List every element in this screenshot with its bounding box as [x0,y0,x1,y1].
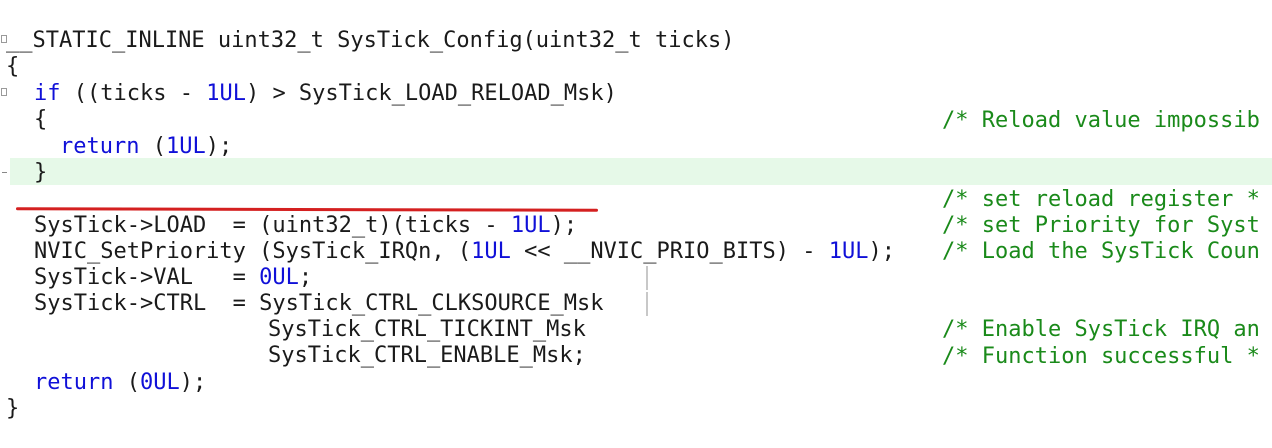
code-line-3: if ((ticks - 1UL) > SysTick_LOAD_RELOAD_… [0,55,617,106]
set-priority-call: NVIC_SetPriority (SysTick_IRQn, (1UL << … [34,239,895,265]
code-line-1: __STATIC_INLINE uint32_t SysTick_Config(… [0,2,734,53]
number-literal: 1UL [828,239,869,264]
code-line-5: return (1UL); [0,108,232,159]
code-text: ); [550,213,578,238]
code-line-4: { [0,81,53,132]
code-text: ( [113,370,140,395]
return-statement: return (0UL); [34,370,206,396]
code-line-9: NVIC_SetPriority (SysTick_IRQn, (1UL << … [0,213,895,264]
fold-toggle-icon[interactable] [1,35,7,43]
code-line-15: } [0,370,53,421]
code-comment: /* set reload register * [942,187,1260,212]
code-line-10: SysTick->VAL = 0UL; [0,239,312,290]
number-literal: 1UL [510,213,551,238]
keyword-if: if [34,81,61,106]
or-operator-bar [646,266,648,290]
val-assignment: SysTick->VAL = 0UL; [34,265,312,291]
code-text: ); [868,239,895,264]
number-literal: 1UL [165,134,206,159]
code-comment: /* Reload value impossib [942,108,1260,133]
code-text: ((ticks - [60,81,207,106]
code-line-2: { [0,28,53,79]
code-comment: /* Enable SysTick IRQ an [942,317,1260,342]
return-statement: return (1UL); [60,134,232,160]
number-literal: 0UL [139,370,180,395]
code-text: << __NVIC_PRIO_BITS) - [510,239,829,264]
red-underline-annotation [15,207,599,212]
fold-line-icon [2,172,7,173]
if-statement: if ((ticks - 1UL) > SysTick_LOAD_RELOAD_… [34,81,617,107]
keyword-return: return [60,134,140,159]
close-brace: } [6,396,20,421]
ctrl-flag: SysTick_CTRL_TICKINT_Msk [268,317,586,342]
code-text: SysTick->VAL = [34,265,260,290]
code-line-8: SysTick->LOAD = (uint32_t)(ticks - 1UL); [0,187,577,238]
open-brace: { [34,107,48,132]
or-operator-bar [646,292,648,316]
ctrl-flag: SysTick_CTRL_ENABLE_Msk; [268,343,586,368]
fold-gutter [0,0,10,411]
ctrl-assignment: SysTick->CTRL = SysTick_CTRL_CLKSOURCE_M… [34,291,604,316]
code-text: SysTick->LOAD = (uint32_t)(ticks - [34,213,511,238]
code-text: ; [298,265,313,290]
code-comment: /* Function successful * [942,344,1260,369]
code-text: ( [139,134,166,159]
keyword-return: return [34,370,114,395]
code-text: NVIC_SetPriority (SysTick_IRQn, ( [34,239,472,264]
load-assignment: SysTick->LOAD = (uint32_t)(ticks - 1UL); [34,213,577,239]
code-line-12: SysTick_CTRL_TICKINT_Msk [0,291,586,342]
code-line-13: SysTick_CTRL_ENABLE_Msk; [0,317,586,368]
code-text: ); [179,370,207,395]
code-line-14: return (0UL); [0,344,206,395]
code-text: ) > SysTick_LOAD_RELOAD_Msk) [245,81,617,106]
code-comment: /* Load the SysTick Coun [942,239,1260,264]
code-line-11: SysTick->CTRL = SysTick_CTRL_CLKSOURCE_M… [0,265,604,316]
open-brace: { [6,54,20,79]
close-brace: } [34,160,48,185]
code-text: ); [205,134,233,159]
current-line-highlight [10,158,1272,185]
number-literal: 1UL [471,239,511,264]
number-literal: 0UL [259,265,299,290]
function-signature: __STATIC_INLINE uint32_t SysTick_Config(… [6,28,735,53]
code-line-6: } [0,134,53,185]
code-comment: /* set Priority for Syst [942,213,1260,238]
fold-toggle-icon[interactable] [1,88,7,96]
code-editor[interactable]: __STATIC_INLINE uint32_t SysTick_Config(… [0,0,1272,421]
number-literal: 1UL [206,81,246,106]
